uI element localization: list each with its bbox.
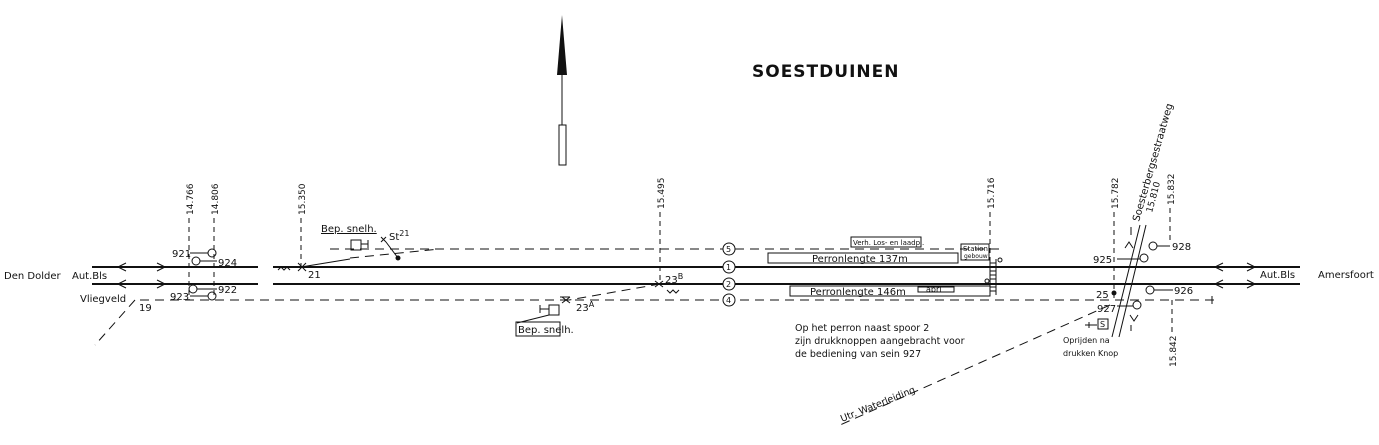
station-building-label-2: gebouw — [964, 253, 988, 260]
den-dolder-label: Den Dolder — [4, 271, 61, 282]
signal-923-label: 923 — [170, 292, 189, 303]
vliegveld-label: Vliegveld — [80, 294, 126, 305]
direction-arrows — [117, 262, 1256, 289]
signal-925-icon — [1139, 253, 1149, 263]
switch-21-icon — [277, 236, 441, 272]
signal-922-icon — [188, 284, 198, 294]
note-line-2: zijn drukknoppen aangebracht voor — [795, 336, 965, 347]
km-post: 14.806 — [211, 183, 221, 215]
abri-box — [917, 286, 955, 293]
aut-bls-right-label: Aut.Bls — [1260, 270, 1295, 281]
km-post: 15.495 — [657, 178, 667, 210]
km-post: 14.766 — [186, 183, 196, 215]
platform-1-label: Perronlengte 137m — [812, 254, 908, 265]
push-button-icon — [1085, 322, 1097, 328]
track-1-number: 1 — [726, 263, 731, 272]
platform-2-label: Perronlengte 146m — [810, 287, 906, 298]
track-numbers — [722, 242, 736, 307]
station-title: SOESTDUINEN — [752, 62, 899, 82]
signal-928-label: 928 — [1172, 242, 1191, 253]
signal-926-icon — [1145, 285, 1155, 295]
oprijden-label-1: Oprijden na — [1063, 336, 1110, 345]
tracks — [92, 248, 1300, 426]
switch-21-label: 21 — [308, 270, 321, 281]
branch-vliegveld — [94, 299, 136, 346]
track-2-number: 2 — [726, 280, 731, 289]
oprijden-label-2: drukken Knop — [1063, 349, 1118, 358]
signal-921-label: 921 — [172, 249, 191, 260]
bep-snelh-label-2: Bep. snelh. — [518, 325, 574, 336]
utr-waterleiding-line — [839, 304, 1111, 426]
signal-925-label: 925 — [1093, 255, 1112, 266]
aut-bls-left-label: Aut.Bls — [72, 271, 107, 282]
station-building — [960, 243, 990, 261]
signal-924-label: 924 — [218, 258, 237, 269]
amersfoort-label: Amersfoort — [1318, 270, 1374, 281]
km-post: 15.350 — [298, 183, 308, 215]
note-line-3: de bediening van sein 927 — [795, 349, 921, 360]
signal-922-label: 922 — [218, 285, 237, 296]
signal-921-icon — [207, 248, 217, 258]
switch-23a-label: 23A — [576, 300, 595, 314]
signal-25-icon — [1111, 290, 1117, 296]
signal-923-icon — [207, 291, 217, 301]
abri-label: abri — [926, 285, 942, 294]
signal-926-label: 926 — [1174, 286, 1193, 297]
bep-snelh-label-1: Bep. snelh. — [321, 224, 377, 235]
bep-snelh-box — [515, 321, 561, 337]
switch-23-icon — [516, 280, 680, 324]
north-arrow-icon — [557, 15, 567, 166]
signals-left — [188, 248, 217, 301]
road-soesterbergsestraatweg — [1111, 224, 1147, 338]
note-line-1: Op het perron naast spoor 2 — [795, 323, 929, 334]
km-post: 15.842 — [1169, 336, 1179, 368]
signal-25-label: 25 — [1096, 290, 1109, 301]
waterleiding-label: Utr. Waterleiding — [839, 385, 917, 425]
signal-928-icon — [1148, 241, 1158, 251]
signal-927-label: 927 — [1097, 304, 1116, 315]
track-4-number: 4 — [726, 296, 731, 305]
s-box-label: S — [1100, 320, 1105, 329]
switch-st21-label: St21 — [389, 229, 409, 243]
switch-19-label: 19 — [139, 303, 152, 314]
signals-right — [1117, 227, 1213, 331]
switch-23b-label: 23B — [665, 272, 683, 286]
laadpl-box — [850, 236, 922, 248]
pedestrian-crossing — [984, 257, 1003, 295]
laadpl-label: Verh. Los- en laadpl. — [853, 239, 924, 247]
signal-924-icon — [191, 256, 201, 266]
track-5-number: 5 — [726, 245, 731, 254]
station-building-label-1: Station — [963, 245, 988, 253]
km-posts: 14.766 14.806 15.350 15.495 15.716 15.78… — [186, 174, 1179, 368]
s-box — [1097, 318, 1109, 330]
km-post: 15.832 — [1167, 174, 1177, 206]
signal-927-icon — [1132, 300, 1142, 310]
km-post: 15.716 — [987, 177, 997, 209]
km-post: 15.782 — [1111, 178, 1121, 210]
platform-1 — [767, 252, 959, 264]
